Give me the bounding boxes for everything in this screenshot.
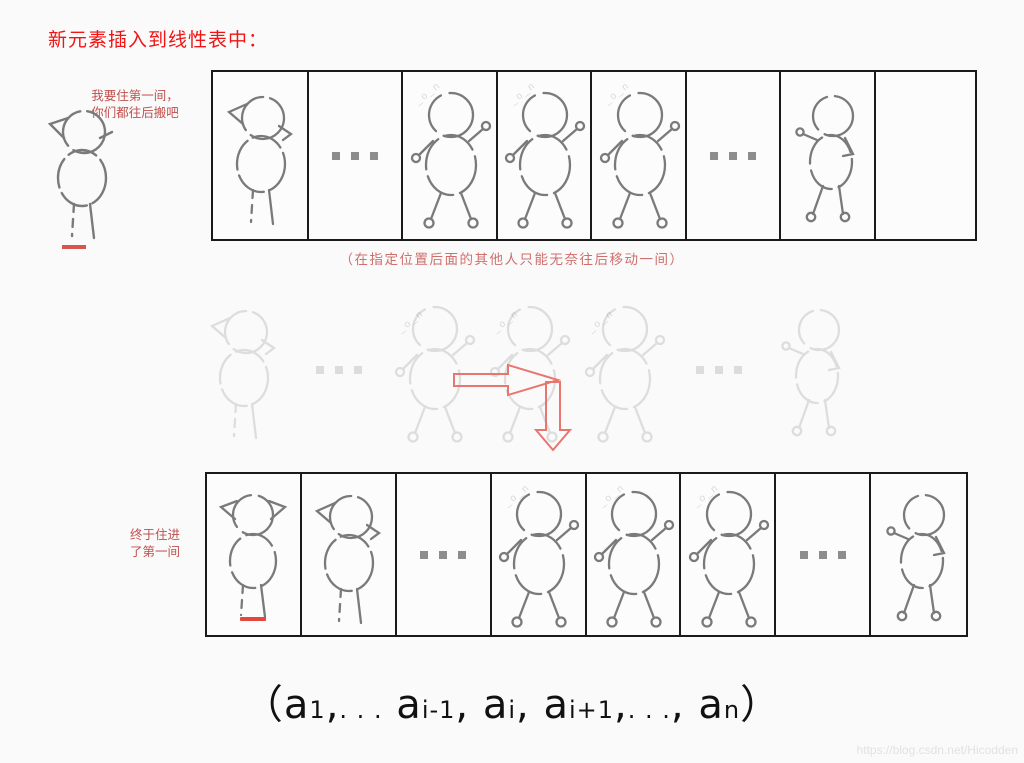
lineup-cell-4[interactable]: _o_n bbox=[498, 72, 593, 239]
ellipsis-dots bbox=[316, 366, 362, 374]
lineup-cell-3[interactable]: _o_n bbox=[403, 72, 498, 239]
formula-ellipsis-2: . . . bbox=[627, 696, 671, 724]
formula-term-3-sub: i bbox=[508, 696, 517, 724]
row3-label: 终于住进 了第一间 bbox=[129, 528, 180, 559]
ghost-cell-1 bbox=[195, 300, 292, 440]
ghost-cell-5: _o_n bbox=[576, 300, 671, 443]
shift-down-arrow bbox=[533, 380, 573, 457]
result-cell-6[interactable]: _o_n bbox=[681, 474, 777, 635]
formula-open-paren: （ bbox=[242, 682, 284, 728]
result-cell-7-ellipsis bbox=[776, 474, 872, 635]
formula-term-2: ai-1 bbox=[396, 682, 456, 728]
page-title: 新元素插入到线性表中： bbox=[48, 30, 269, 51]
ghost-cell-7 bbox=[766, 300, 861, 440]
result-cell-1[interactable] bbox=[207, 474, 302, 635]
ellipsis-dots bbox=[799, 550, 846, 559]
source-watermark: https://blog.csdn.net/Hicodden bbox=[856, 743, 1018, 757]
ellipsis-dots bbox=[710, 151, 757, 160]
result-lineup-row: _o_n _o_n _o_n bbox=[205, 472, 968, 637]
row1-caption: （在指定位置后面的其他人只能无奈往后移动一间） bbox=[339, 252, 685, 267]
ellipsis-dots bbox=[332, 151, 379, 160]
result-cell-3-ellipsis bbox=[397, 474, 492, 635]
formula-term-4: ai+1 bbox=[543, 682, 615, 728]
formula-term-5-sub: n bbox=[723, 696, 741, 724]
shift-illustration-row: _o_n _o_n _o_n bbox=[195, 300, 961, 443]
formula-term-1-sub: 1 bbox=[309, 696, 326, 724]
ghost-cell-2-ellipsis bbox=[292, 300, 387, 440]
left-person-red-marker bbox=[62, 245, 86, 249]
ellipsis-dots bbox=[420, 550, 467, 559]
formula-term-4-sub: i+1 bbox=[569, 696, 615, 724]
formula-close-paren: ） bbox=[740, 682, 782, 728]
inserted-position-marker bbox=[240, 617, 267, 621]
formula-term-2-sub: i-1 bbox=[421, 696, 456, 724]
lineup-cell-2-ellipsis bbox=[309, 72, 404, 239]
sequence-formula: （a1,. . . ai-1, ai, ai+1,. . ., an） bbox=[242, 682, 782, 728]
result-cell-8[interactable] bbox=[871, 474, 966, 635]
shift-right-arrow bbox=[452, 362, 562, 403]
formula-term-1: a1 bbox=[283, 682, 326, 728]
lineup-cell-5[interactable]: _o_n bbox=[592, 72, 687, 239]
formula-ellipsis-1: . . . bbox=[339, 696, 383, 724]
speech-bubble-text: 我要住第一间， 你们都往后搬吧 bbox=[91, 89, 179, 120]
lineup-cell-7[interactable] bbox=[781, 72, 876, 239]
ghost-cell-6-ellipsis bbox=[671, 300, 766, 440]
left-person-figure bbox=[38, 104, 128, 244]
lineup-cell-1[interactable] bbox=[213, 72, 309, 239]
result-cell-2[interactable] bbox=[302, 474, 397, 635]
ghost-cell-3: _o_n bbox=[386, 300, 481, 443]
result-cell-4[interactable]: _o_n bbox=[492, 474, 587, 635]
formula-term-5: an bbox=[698, 682, 741, 728]
lineup-cell-8-empty[interactable] bbox=[876, 72, 975, 239]
original-lineup-row: _o_n _o_n _o_n bbox=[211, 70, 977, 241]
result-cell-5[interactable]: _o_n bbox=[587, 474, 682, 635]
ellipsis-dots bbox=[695, 366, 742, 374]
formula-term-3: ai bbox=[482, 682, 517, 728]
lineup-cell-6-ellipsis bbox=[687, 72, 782, 239]
